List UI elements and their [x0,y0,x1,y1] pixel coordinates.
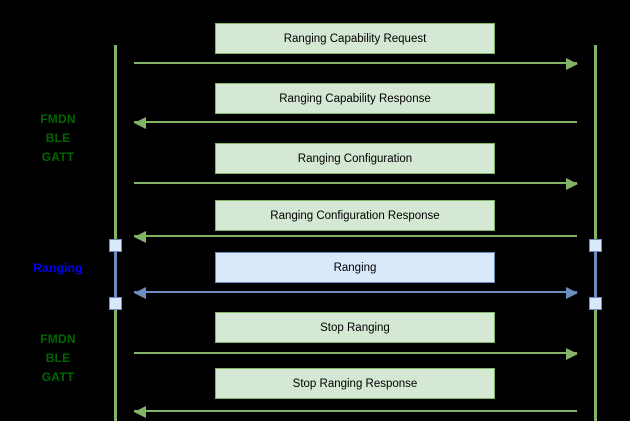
phase-label-line: GATT [41,150,75,164]
phase-gatt-bottom: FMDN BLE GATT [22,330,94,387]
lifeline-segment-right-green-lower [594,299,597,421]
msg-3-box[interactable]: Ranging Configuration [215,143,495,174]
msg-4-label: Ranging Configuration Response [270,209,440,222]
msg-3-arrowhead-right [566,178,578,190]
phase-label-line: GATT [41,370,75,384]
msg-1-arrowhead-right [566,58,578,70]
msg-5-arrowhead-right [566,287,578,299]
msg-1-label: Ranging Capability Request [283,32,427,45]
msg-4-arrow-line [134,235,577,237]
msg-5-arrowhead-left [134,287,146,299]
msg-2-box[interactable]: Ranging Capability Response [215,83,495,114]
msg-5-arrow-line [134,291,577,293]
msg-2-arrow-line [134,121,577,123]
msg-3-label: Ranging Configuration [297,152,413,165]
msg-6-arrow-line [134,352,577,354]
msg-2-label: Ranging Capability Response [279,92,431,105]
msg-6-label: Stop Ranging [320,321,390,334]
msg-7-box[interactable]: Stop Ranging Response [215,368,495,399]
lifeline-segment-left-green-upper [114,45,117,241]
msg-1-arrow-line [134,62,577,64]
phase-ranging: Ranging [22,259,94,278]
msg-7-arrowhead-left [134,406,146,418]
lifeline-segment-right-blue [594,243,597,301]
node-right-top[interactable] [589,239,602,252]
lifeline-segment-left-green-lower [114,299,117,421]
msg-6-arrowhead-right [566,348,578,360]
msg-5-label: Ranging [333,261,377,274]
phase-label-line: FMDN [40,112,76,126]
msg-4-arrowhead-left [134,231,146,243]
lifeline-segment-left-blue [114,243,117,301]
msg-3-arrow-line [134,182,577,184]
msg-7-label: Stop Ranging Response [292,377,418,390]
phase-label-line: BLE [45,131,71,145]
msg-6-box[interactable]: Stop Ranging [215,312,495,343]
msg-5-box[interactable]: Ranging [215,252,495,283]
phase-label-line: Ranging [33,261,83,275]
msg-2-arrowhead-left [134,117,146,129]
node-left-top[interactable] [109,239,122,252]
msg-7-arrow-line [134,410,577,412]
phase-gatt-top: FMDN BLE GATT [22,110,94,167]
phase-label-line: BLE [45,351,71,365]
node-right-bottom[interactable] [589,297,602,310]
node-left-bottom[interactable] [109,297,122,310]
lifeline-segment-right-green-upper [594,45,597,241]
msg-1-box[interactable]: Ranging Capability Request [215,23,495,54]
phase-label-line: FMDN [40,332,76,346]
msg-4-box[interactable]: Ranging Configuration Response [215,200,495,231]
